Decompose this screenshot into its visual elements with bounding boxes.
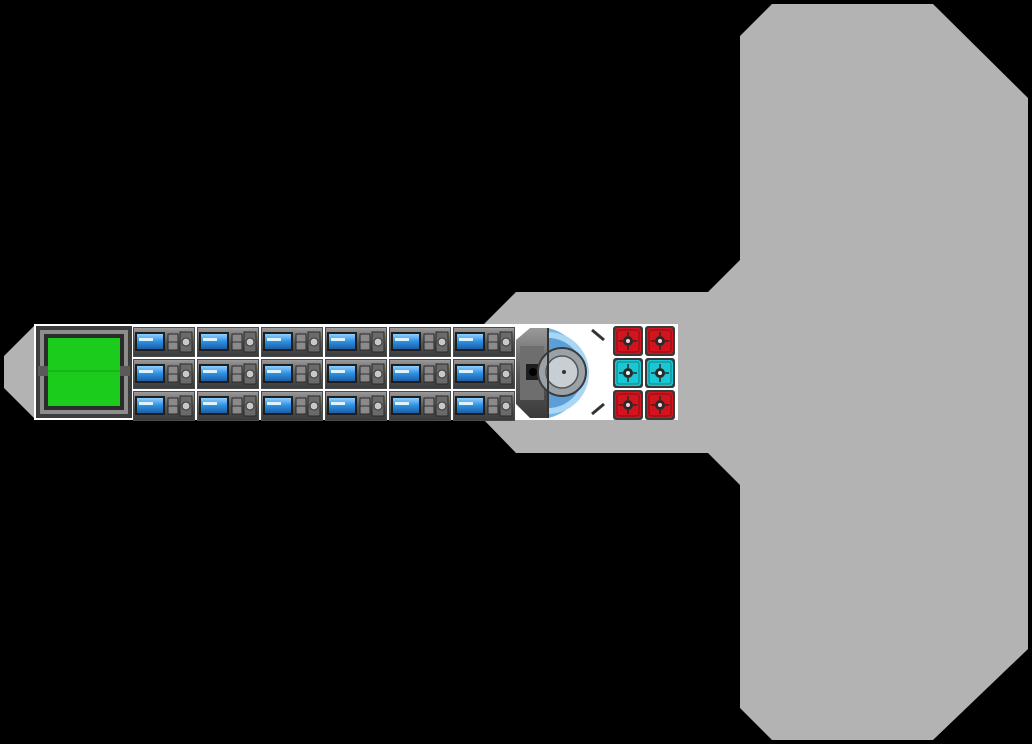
thruster-icon[interactable] (613, 390, 643, 420)
fuel-tank-module-icon[interactable] (261, 359, 323, 389)
fuel-tank-module-icon[interactable] (133, 391, 195, 421)
hull-nose (4, 324, 36, 420)
fuel-tank-module-icon[interactable] (261, 391, 323, 421)
thruster-icon[interactable] (645, 390, 675, 420)
fuel-tank-module-icon[interactable] (325, 391, 387, 421)
fuel-tank-module-grid (133, 327, 515, 421)
thruster-icon[interactable] (613, 358, 643, 388)
fuel-tank-module-icon[interactable] (389, 327, 451, 357)
fuel-tank-module-icon[interactable] (453, 327, 515, 357)
fuel-tank-module-icon[interactable] (453, 391, 515, 421)
thruster-icon[interactable] (645, 326, 675, 356)
fuel-tank-module-icon[interactable] (197, 359, 259, 389)
cargo-bay-icon[interactable] (36, 326, 132, 418)
fuel-tank-module-icon[interactable] (325, 359, 387, 389)
fuel-tank-module-icon[interactable] (389, 359, 451, 389)
reactor-core-icon[interactable] (516, 328, 605, 418)
fuel-tank-module-icon[interactable] (197, 391, 259, 421)
fuel-tank-module-icon[interactable] (453, 359, 515, 389)
fuel-tank-module-icon[interactable] (133, 359, 195, 389)
fuel-tank-module-icon[interactable] (261, 327, 323, 357)
thruster-icon[interactable] (613, 326, 643, 356)
fuel-tank-module-icon[interactable] (133, 327, 195, 357)
fuel-tank-module-icon[interactable] (389, 391, 451, 421)
thruster-grid (613, 326, 675, 420)
hull-main-block (484, 4, 1028, 740)
thruster-icon[interactable] (645, 358, 675, 388)
fuel-tank-module-icon[interactable] (325, 327, 387, 357)
fuel-tank-module-icon[interactable] (197, 327, 259, 357)
